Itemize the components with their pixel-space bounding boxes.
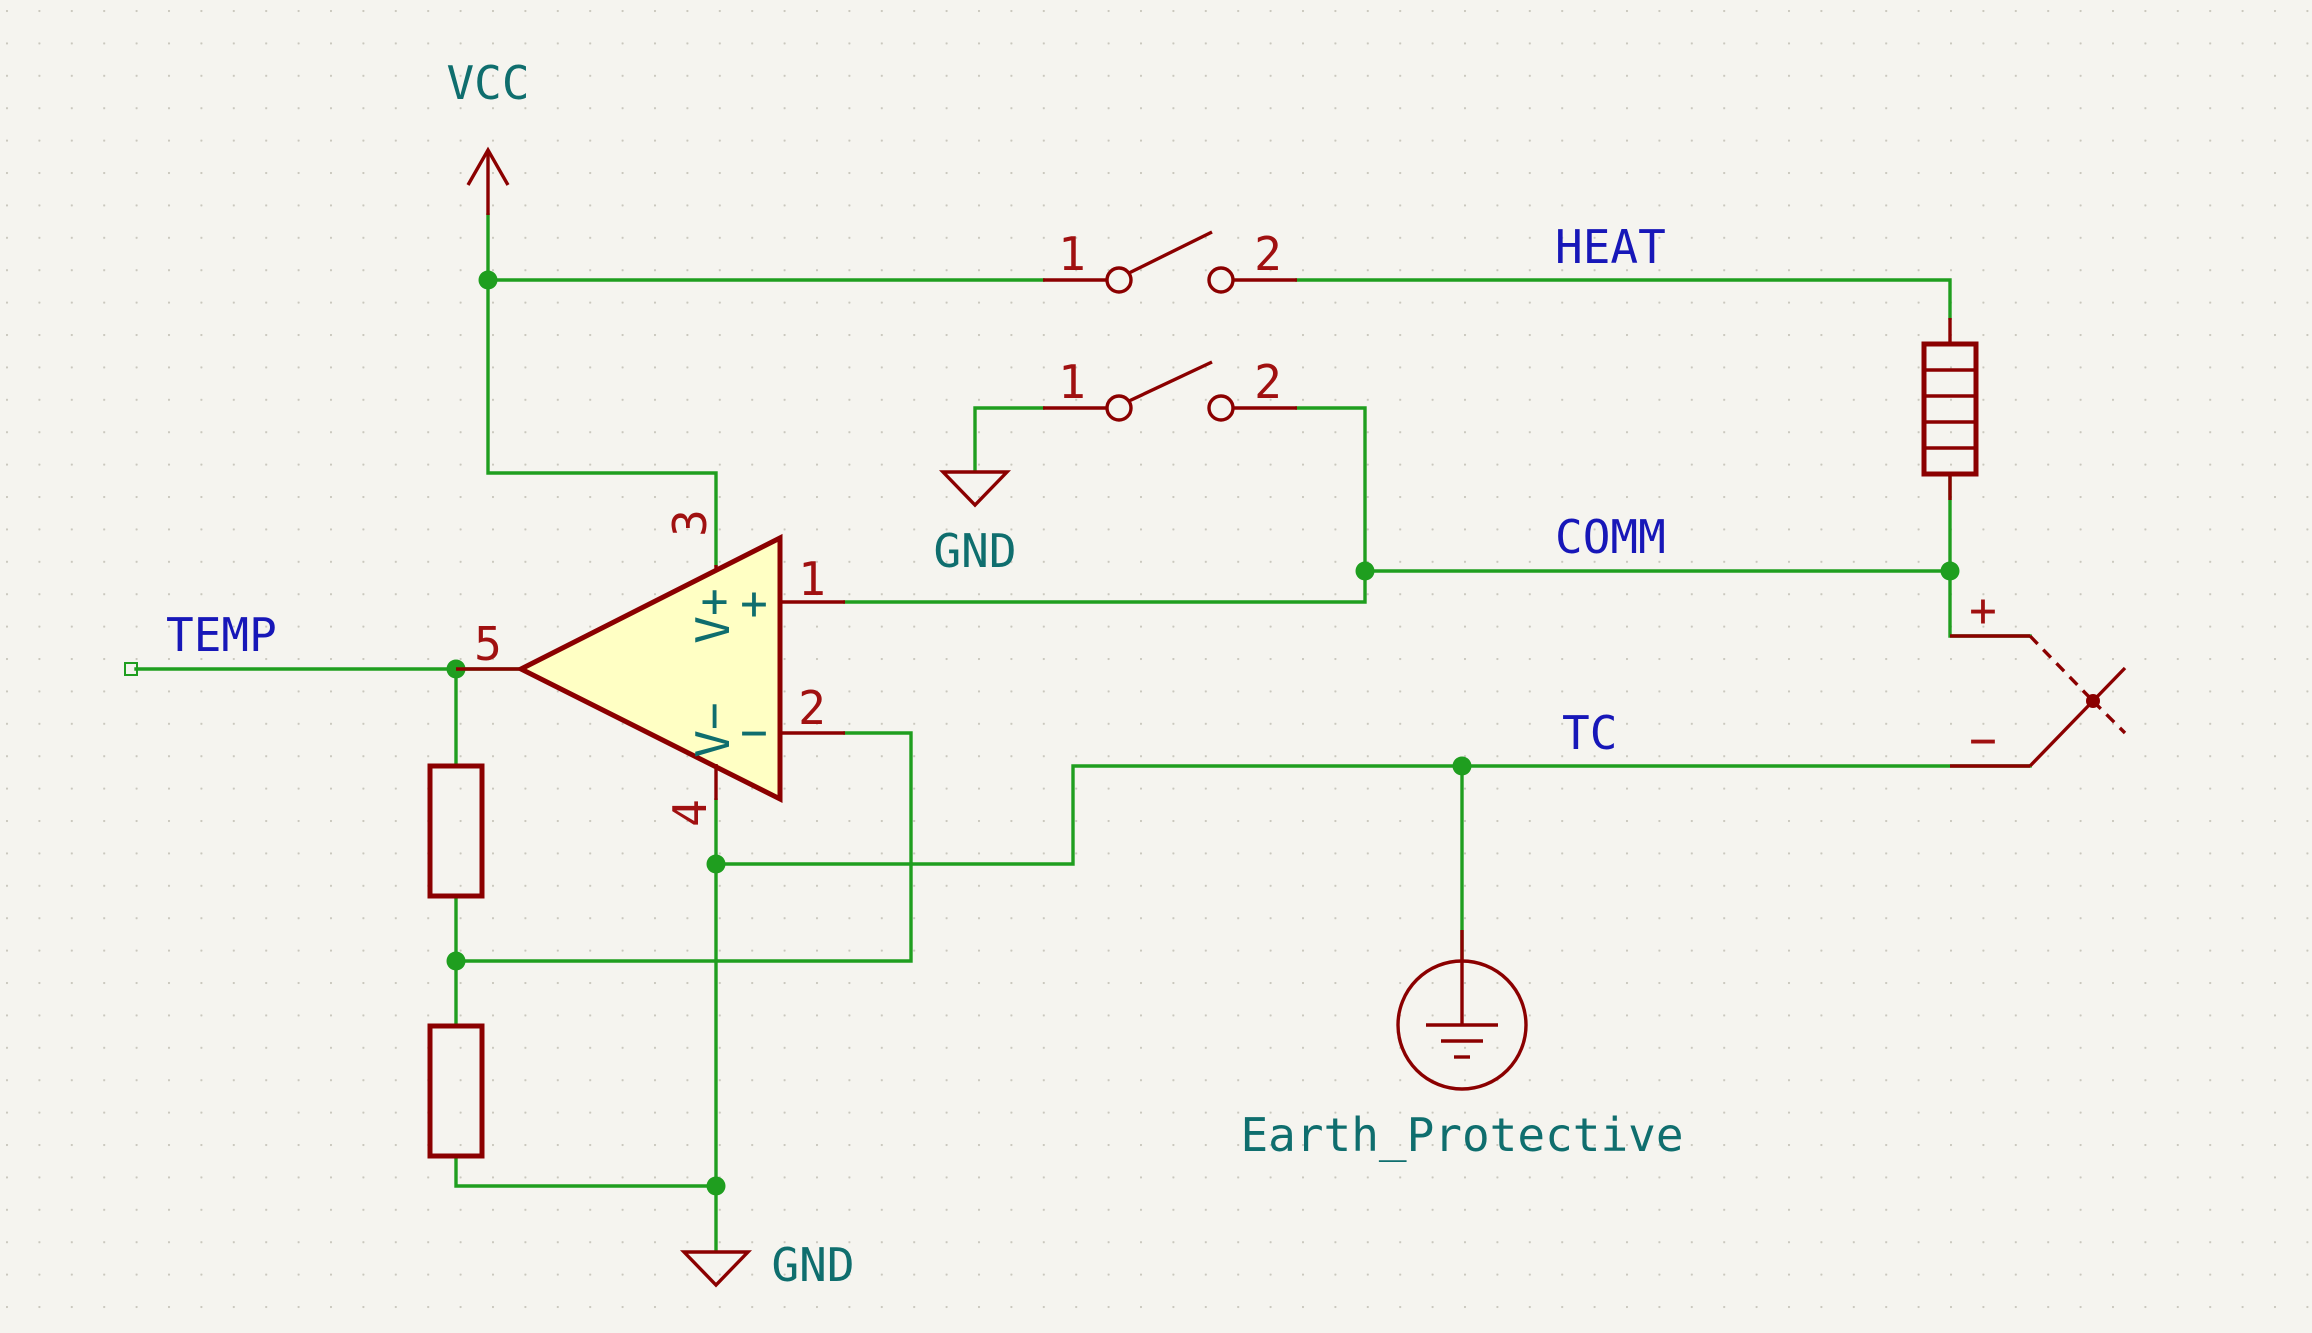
junction-gnd (706, 1176, 726, 1196)
wire-opamp-out-minus[interactable] (454, 731, 913, 963)
opamp-minus-sign: − (740, 705, 768, 759)
switch-bottom-contact-right (1207, 394, 1235, 422)
earth-label: Earth_Protective (1240, 1108, 1683, 1162)
switch-bottom-pin2-number: 2 (1254, 355, 1282, 409)
vcc-label: VCC (446, 56, 529, 110)
resistor-bottom-body (427, 1023, 485, 1159)
junction-tc-earth (1452, 756, 1472, 776)
temp-connector[interactable] (124, 662, 138, 676)
switch-bottom-pin1-number: 1 (1058, 355, 1086, 409)
thermocouple-tail-plus (2091, 699, 2127, 735)
earth-circle-icon (1396, 959, 1528, 1091)
switch-top[interactable]: 1 2 (1043, 227, 1297, 294)
switch-bottom-contact-left (1105, 394, 1133, 422)
opamp-vminus-label: V− (686, 702, 740, 757)
switch-bottom-lever (1128, 360, 1213, 403)
thermocouple-plus-sign: + (1969, 583, 1997, 637)
net-label-heat: HEAT (1555, 220, 1666, 274)
thermocouple-wire-plus (2028, 634, 2095, 703)
wire-tc[interactable] (714, 764, 2032, 866)
net-label-tc: TC (1562, 706, 1617, 760)
gnd-bottom-symbol[interactable]: GND (679, 1238, 855, 1292)
wire-opamp-out-plus[interactable] (843, 569, 1367, 604)
wire-vcc-to-opamp[interactable] (486, 278, 718, 567)
junctions (446, 270, 1960, 1196)
junction-vcc (478, 270, 498, 290)
junction-divider (446, 951, 466, 971)
thermocouple[interactable]: + − (1950, 583, 2127, 768)
resistor-bottom[interactable] (427, 1023, 485, 1159)
wire-r2-to-gnd[interactable] (454, 1155, 718, 1188)
opamp-body (515, 533, 783, 804)
switch-top-pin2-number: 2 (1254, 227, 1282, 281)
gnd-switch-symbol[interactable]: GND (933, 470, 1017, 578)
junction-comm-right (1940, 561, 1960, 581)
opamp-pin1-number: 1 (798, 552, 826, 606)
thermocouple-minus-sign: − (1969, 713, 1997, 767)
gnd-bottom-label: GND (771, 1238, 854, 1292)
vcc-power-symbol[interactable]: VCC (446, 56, 530, 215)
opamp[interactable]: 5 1 2 3 4 V+ V− + − (456, 509, 845, 827)
junction-comm-left (1355, 561, 1375, 581)
opamp-pin2-number: 2 (798, 681, 826, 735)
thermocouple-junction-icon (2086, 694, 2100, 708)
gnd-bottom-icon (679, 1250, 753, 1288)
opamp-vplus-label: V+ (686, 588, 740, 643)
junction-vminus (706, 854, 726, 874)
wire-heat[interactable] (1295, 278, 1952, 320)
resistor-top[interactable] (427, 763, 485, 899)
gnd-switch-icon (938, 470, 1012, 508)
wire-switch2-gnd[interactable] (973, 406, 1045, 472)
temp-connector-port-icon (124, 662, 138, 676)
switch-top-pin1-number: 1 (1058, 227, 1086, 281)
opamp-plus-sign: + (740, 576, 768, 630)
opamp-pin3-number: 3 (663, 509, 717, 537)
wire-switch2-to-comm[interactable] (1295, 406, 1367, 573)
net-labels: HEAT COMM TC TEMP (166, 220, 1666, 760)
net-label-temp: TEMP (166, 608, 277, 662)
resistor-top-body (427, 763, 485, 899)
earth-protective-symbol[interactable]: Earth_Protective (1240, 930, 1684, 1162)
switch-top-contact-right (1207, 266, 1235, 294)
net-label-comm: COMM (1555, 510, 1666, 564)
switch-top-lever (1128, 230, 1213, 275)
thermocouple-tail-minus (2091, 666, 2127, 703)
switch-bottom[interactable]: 1 2 (1043, 355, 1297, 422)
heater[interactable] (1921, 318, 1979, 500)
opamp-pin4-number: 4 (663, 799, 717, 827)
switch-top-contact-left (1105, 266, 1133, 294)
gnd-switch-label: GND (933, 524, 1016, 578)
thermocouple-wire-minus (2028, 699, 2095, 768)
opamp-pin5-number: 5 (474, 617, 502, 671)
